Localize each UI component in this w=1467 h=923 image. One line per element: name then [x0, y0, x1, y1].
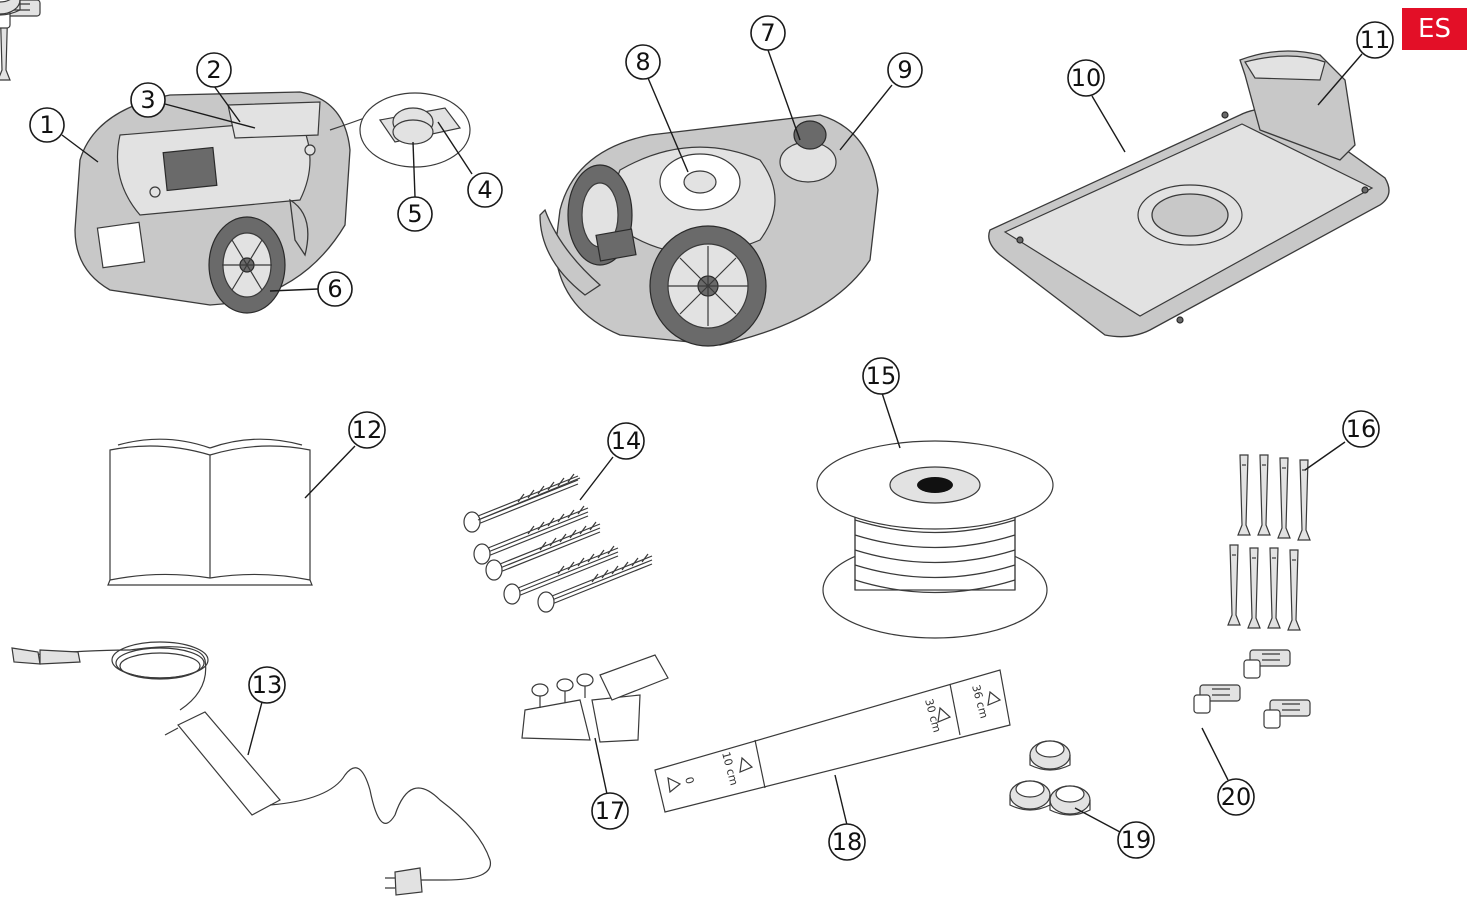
svg-text:8: 8 [635, 48, 650, 76]
svg-text:19: 19 [1121, 826, 1152, 854]
callout-5: 5 [397, 196, 433, 232]
svg-text:3: 3 [140, 86, 155, 114]
user-manual [107, 438, 313, 586]
leader-lines [61, 49, 1363, 833]
language-badge: ES [1402, 8, 1467, 50]
svg-text:11: 11 [1360, 26, 1391, 54]
tape-label-0: 0 [682, 775, 696, 785]
svg-text:6: 6 [327, 275, 342, 303]
svg-text:7: 7 [760, 19, 775, 47]
svg-text:13: 13 [252, 671, 283, 699]
svg-text:16: 16 [1346, 415, 1377, 443]
wire-joints [0, 0, 1091, 816]
callout-1: 1 [29, 107, 65, 143]
svg-text:14: 14 [611, 427, 642, 455]
boundary-wire-spool [816, 440, 1054, 639]
callout-11: 11 [1356, 21, 1394, 59]
svg-text:18: 18 [832, 828, 863, 856]
callout-9: 9 [887, 52, 923, 88]
callout-19: 19 [1117, 821, 1155, 859]
mower-underside-view [539, 114, 879, 347]
callout-4: 4 [467, 172, 503, 208]
charging-station [988, 50, 1390, 338]
svg-text:5: 5 [407, 200, 422, 228]
svg-text:9: 9 [897, 56, 912, 84]
distance-gauge: 0 10 cm 30 cm 36 cm [654, 669, 1011, 813]
svg-text:4: 4 [477, 176, 492, 204]
svg-text:15: 15 [866, 362, 897, 390]
callout-7: 7 [750, 15, 786, 51]
svg-text:2: 2 [206, 56, 221, 84]
power-supply [11, 641, 491, 896]
callout-14: 14 [607, 422, 645, 460]
charging-station-pegs [0, 0, 653, 613]
callout-6: 6 [317, 271, 353, 307]
svg-text:10: 10 [1071, 64, 1102, 92]
stop-button-detail [329, 92, 471, 168]
callout-12: 12 [348, 411, 386, 449]
svg-text:20: 20 [1221, 783, 1252, 811]
svg-text:12: 12 [352, 416, 383, 444]
callout-18: 18 [828, 823, 866, 861]
callout-17: 17 [591, 792, 629, 830]
callout-2: 2 [196, 52, 232, 88]
callout-3: 3 [130, 82, 166, 118]
callout-13: 13 [248, 666, 286, 704]
replacement-blades [521, 654, 669, 743]
callout-16: 16 [1342, 410, 1380, 448]
svg-text:17: 17 [595, 797, 626, 825]
callout-15: 15 [862, 357, 900, 395]
svg-text:1: 1 [39, 111, 54, 139]
callout-10: 10 [1067, 59, 1105, 97]
mower-top-view [74, 91, 351, 314]
callout-8: 8 [625, 44, 661, 80]
callout-20: 20 [1217, 778, 1255, 816]
